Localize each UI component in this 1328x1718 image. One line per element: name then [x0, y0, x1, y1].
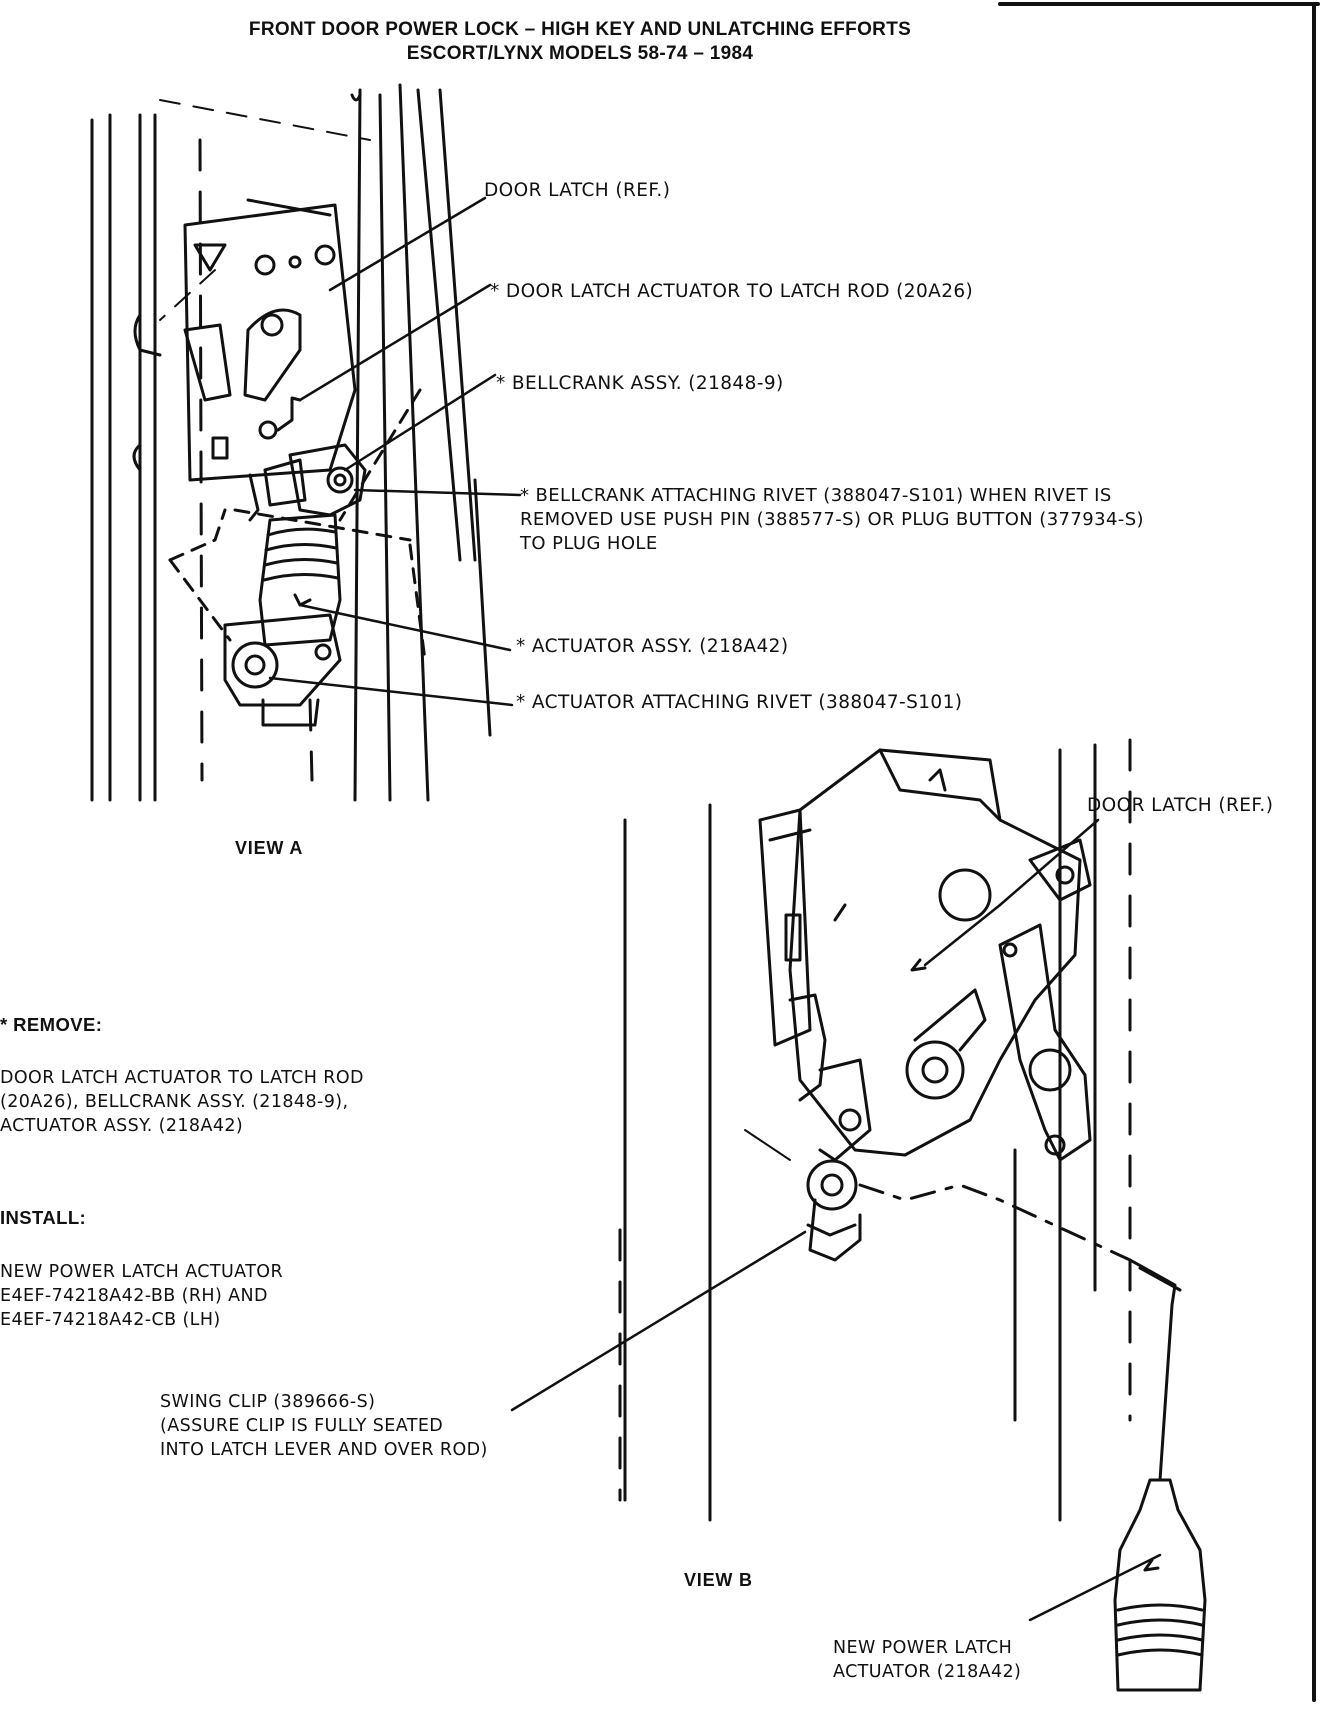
view-b-drawing: [510, 738, 1207, 1692]
callout-actuator-assy: * ACTUATOR ASSY. (218A42): [516, 636, 789, 657]
callout-actuator-rivet: * ACTUATOR ATTACHING RIVET (388047-S101): [516, 692, 963, 713]
callout-door-latch-a: DOOR LATCH (REF.): [484, 180, 671, 201]
remove-body: DOOR LATCH ACTUATOR TO LATCH ROD (20A26)…: [0, 1068, 364, 1136]
view-a-drawing: [90, 83, 522, 802]
install-body: NEW POWER LATCH ACTUATOR E4EF-74218A42-B…: [0, 1262, 284, 1330]
callout-actuator-rod: * DOOR LATCH ACTUATOR TO LATCH ROD (20A2…: [490, 281, 974, 302]
install-heading: INSTALL:: [0, 1207, 87, 1228]
view-b-caption: VIEW B: [684, 1570, 753, 1590]
callout-bellcrank: * BELLCRANK ASSY. (21848-9): [496, 373, 784, 394]
view-a-caption: VIEW A: [235, 838, 304, 858]
callout-new-actuator: NEW POWER LATCH ACTUATOR (218A42): [833, 1638, 1022, 1682]
callout-swing-clip: SWING CLIP (389666-S) (ASSURE CLIP IS FU…: [160, 1392, 488, 1460]
diagram-title: FRONT DOOR POWER LOCK – HIGH KEY AND UNL…: [248, 19, 912, 40]
remove-heading: * REMOVE:: [0, 1014, 103, 1035]
callout-bellcrank-rivet: * BELLCRANK ATTACHING RIVET (388047-S101…: [520, 485, 1144, 554]
callout-door-latch-b: DOOR LATCH (REF.): [1087, 795, 1274, 816]
diagram-subtitle: ESCORT/LYNX MODELS 58-74 – 1984: [406, 43, 754, 64]
